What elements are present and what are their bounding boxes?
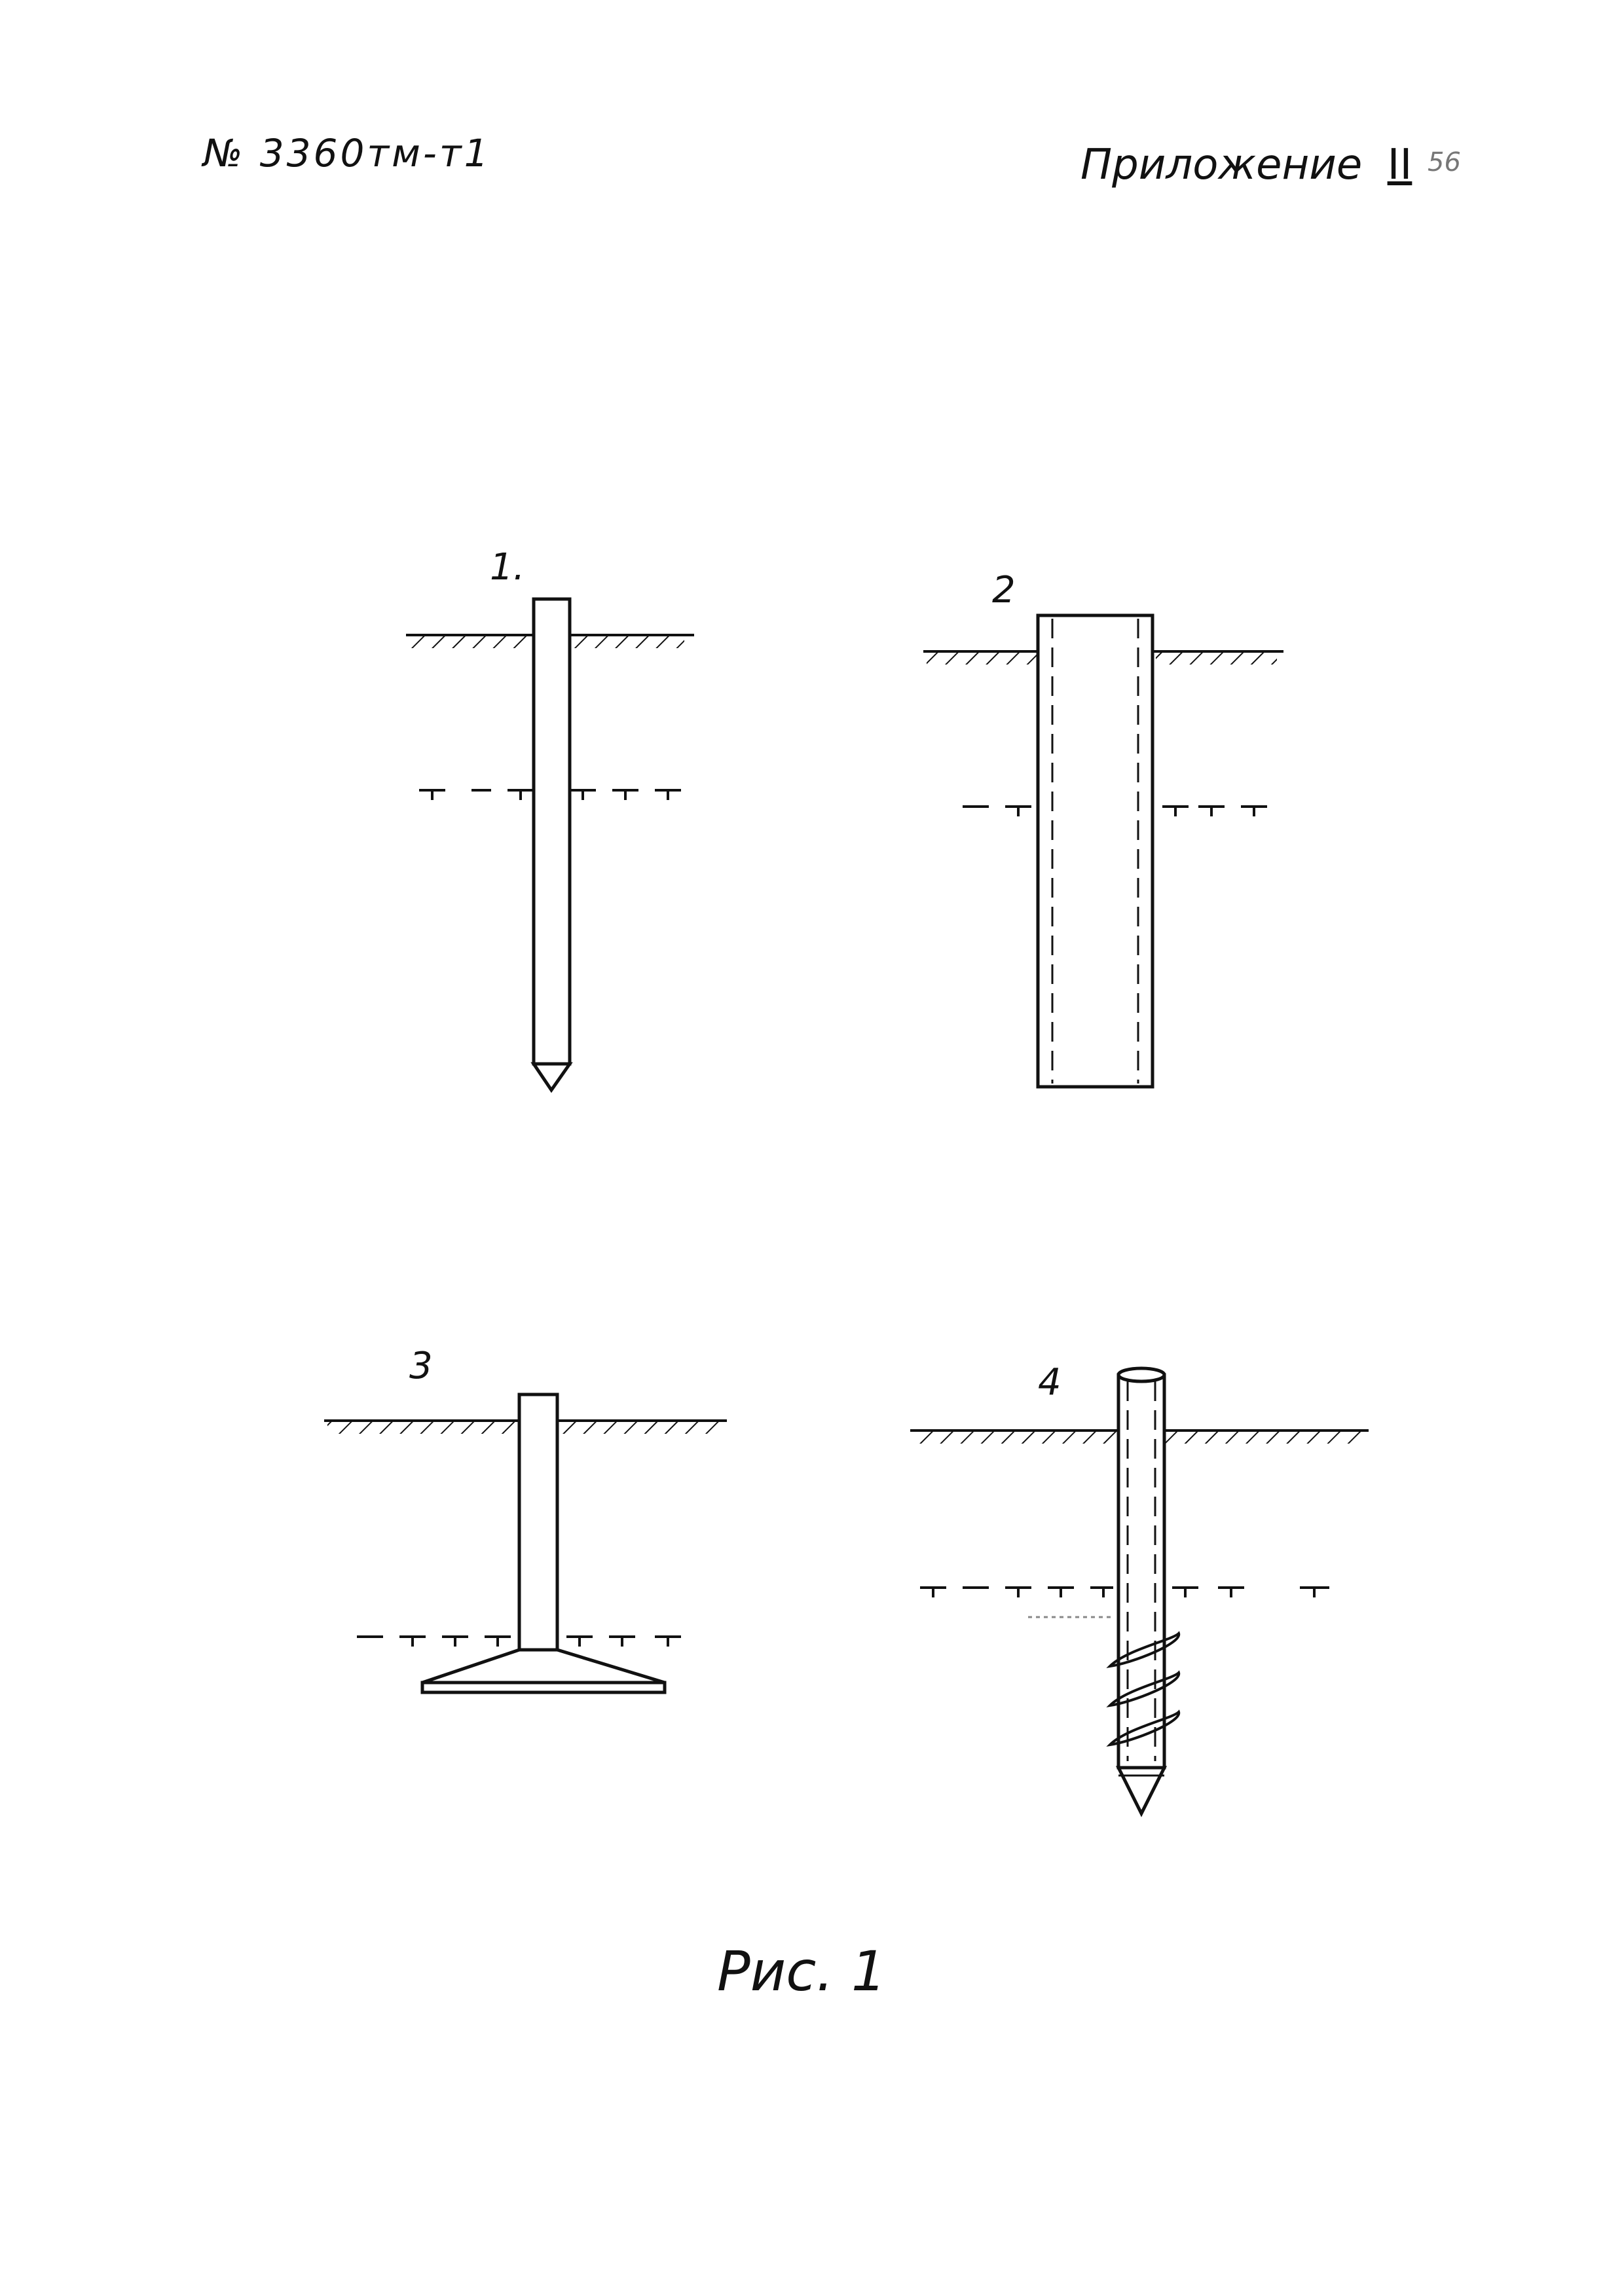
soil-hatching [560,1422,720,1434]
figure-3-label: 3 [409,1345,433,1387]
helical-blade [1106,1631,1181,1747]
pile-top [1116,1366,1166,1383]
appendix-title: Приложение II [1080,141,1412,189]
groundwater-level-line [419,789,681,800]
document-number: № 3360тм-т1 [203,131,491,175]
soil-hatching [1166,1432,1362,1444]
appendix-numeral: II [1387,141,1412,189]
figure-1-label: 1. [490,546,525,589]
soil-hatching [409,636,530,648]
soil-hatching [913,1432,1116,1444]
pile-tip [1115,1766,1168,1817]
soil-hatching [1156,653,1277,665]
base-plate-taper [422,1648,665,1685]
pipe-shell [1036,613,1154,1089]
figure-4-label: 4 [1038,1361,1061,1404]
figure-2-pipe-pile: 2 [923,569,1283,1089]
pile-tip [530,1062,573,1093]
figure-3-base-plate-pile: 3 [324,1345,727,1694]
pile-shaft [532,597,572,1066]
groundwater-level-line [357,1635,681,1647]
soil-hatching [573,636,684,648]
figure-4-screw-pile: 4 [910,1361,1369,1817]
pile-shaft [1116,1373,1166,1770]
appendix-label: Приложение [1080,141,1363,189]
soil-hatching [927,653,1038,665]
page-number: 56 [1428,147,1461,177]
figure-1-driven-pile: 1. [406,546,694,1093]
soil-hatching [327,1422,517,1434]
groundwater-level-line [963,805,1267,816]
groundwater-level-line [920,1586,1329,1597]
figure-caption: Рис. 1 [717,1939,886,2003]
figure-2-label: 2 [992,569,1016,611]
pile-shaft [517,1393,559,1652]
